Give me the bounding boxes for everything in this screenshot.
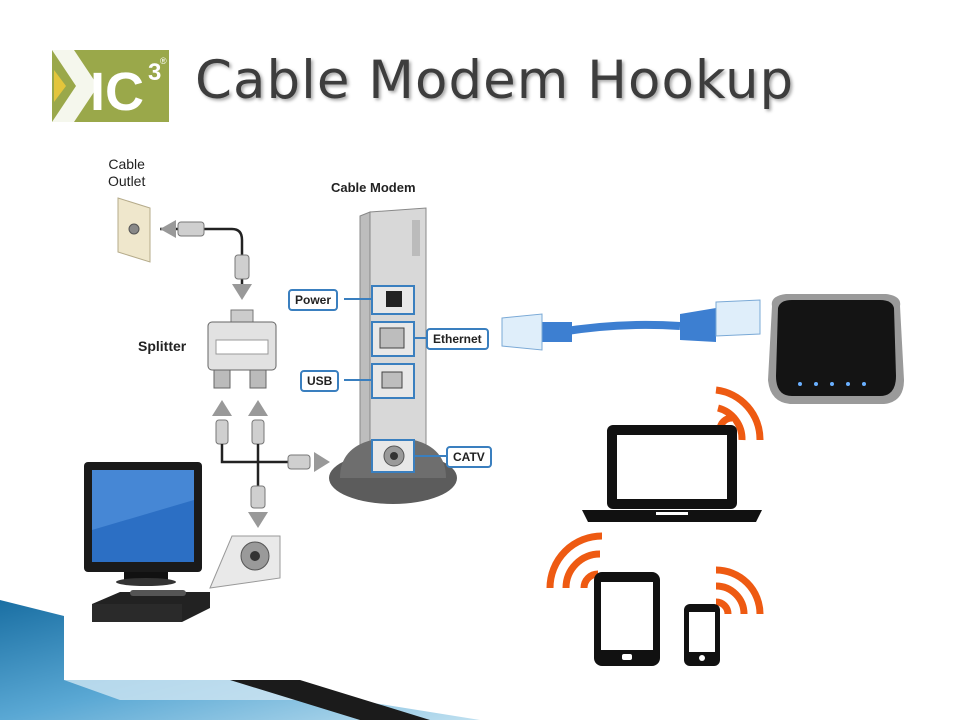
- laptop-icon: [582, 425, 762, 522]
- cable-modem-label: Cable Modem: [331, 180, 416, 195]
- arrow-down-icon: [248, 512, 268, 528]
- wifi-signal-icon: [546, 532, 603, 589]
- coax-wall-jack-icon: [209, 535, 281, 589]
- logo-registered-mark: ®: [160, 56, 167, 66]
- logo-text: IC: [90, 62, 144, 122]
- splitter-icon: [207, 309, 277, 389]
- cable-outlet-label: Cable Outlet: [108, 156, 145, 190]
- page-title: Cable Modem Hookup: [195, 50, 795, 111]
- arrow-up-icon: [248, 400, 268, 416]
- ethernet-cable-icon: [501, 299, 761, 351]
- corner-swoosh-dark: [230, 680, 430, 720]
- television-icon: [84, 462, 202, 586]
- set-top-box-icon: [92, 590, 210, 622]
- cable-modem-icon: [329, 207, 457, 504]
- arrow-down-icon: [232, 284, 252, 300]
- arrow-right-icon: [314, 452, 330, 472]
- splitter-label: Splitter: [138, 338, 187, 354]
- cable-outlet-label-line2: Outlet: [108, 173, 146, 189]
- remote-control-icon: [130, 590, 186, 596]
- cable-outlet-label-line1: Cable: [108, 156, 145, 172]
- arrow-left-icon: [160, 220, 176, 238]
- ethernet-port-callout: Ethernet: [426, 328, 489, 350]
- usb-port-callout: USB: [300, 370, 340, 392]
- tablet-icon: [594, 572, 660, 666]
- coax-connector-icon: [177, 221, 205, 237]
- smartphone-icon: [684, 604, 720, 666]
- arrow-up-icon: [212, 400, 232, 416]
- cable-outlet-icon: [117, 197, 151, 263]
- wireless-router-icon: [768, 294, 904, 404]
- ic3-logo: IC 3 ®: [52, 50, 169, 122]
- wifi-signal-icon: [715, 566, 764, 615]
- catv-port-callout: CATV: [446, 446, 492, 468]
- logo-superscript: 3: [148, 59, 161, 86]
- power-port-callout: Power: [288, 289, 339, 311]
